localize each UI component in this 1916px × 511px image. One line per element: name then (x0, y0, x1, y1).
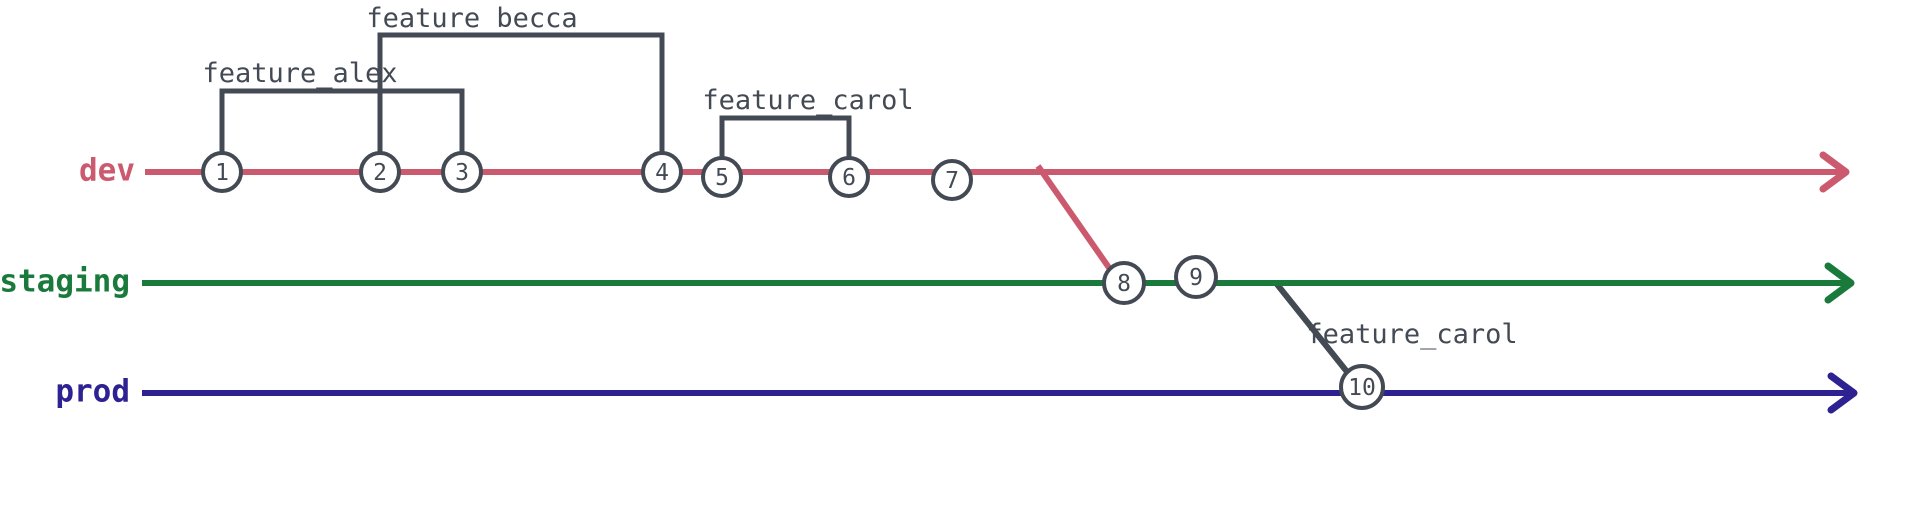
commit-label-c7[interactable]: 7 (945, 168, 959, 194)
feature-branch-bracket-feature_carol (719, 115, 852, 158)
commit-node-c8[interactable] (1102, 261, 1146, 305)
commit-label-c3[interactable]: 3 (455, 160, 469, 186)
feature-branch-label-feature_becca: feature_becca (366, 3, 577, 34)
commit-label-c1[interactable]: 1 (215, 160, 229, 186)
feature-branch-bracket-feature_becca (377, 32, 665, 153)
feature-branch-label-feature_carol: feature_carol (702, 85, 913, 116)
commit-label-c5[interactable]: 5 (715, 165, 729, 191)
commit-label-c9[interactable]: 9 (1189, 265, 1203, 291)
commit-node-c10[interactable] (1339, 364, 1385, 410)
commit-node-c3[interactable] (441, 151, 483, 193)
merge-label-merge-staging-to-prod: feature_carol (1306, 319, 1517, 350)
commit-label-c2[interactable]: 2 (373, 160, 387, 186)
commit-node-c1[interactable] (201, 151, 243, 193)
branch-label-prod[interactable]: prod (55, 374, 130, 410)
commit-label-c10[interactable]: 10 (1348, 375, 1376, 401)
commit-label-c6[interactable]: 6 (842, 165, 856, 191)
merge-connector-merge-dev-to-staging (1035, 164, 1115, 274)
branch-label-staging[interactable]: staging (0, 264, 130, 300)
branch-arrowhead-staging (1824, 262, 1855, 304)
commit-label-c4[interactable]: 4 (655, 160, 669, 186)
branch-arrowhead-prod (1827, 372, 1858, 414)
commit-node-c2[interactable] (359, 151, 401, 193)
commit-label-c8[interactable]: 8 (1117, 271, 1131, 297)
commit-node-c7[interactable] (931, 159, 973, 201)
commit-node-c9[interactable] (1174, 255, 1218, 299)
commit-node-c4[interactable] (641, 151, 683, 193)
merge-connector-merge-staging-to-prod (1273, 281, 1355, 380)
commit-node-c6[interactable] (828, 156, 870, 198)
branch-label-dev[interactable]: dev (79, 153, 135, 189)
feature-branch-bracket-feature_alex (219, 88, 465, 153)
branch-arrowhead-dev (1819, 151, 1850, 193)
commit-node-c5[interactable] (701, 156, 743, 198)
feature-branch-label-feature_alex: feature_alex (202, 58, 397, 89)
